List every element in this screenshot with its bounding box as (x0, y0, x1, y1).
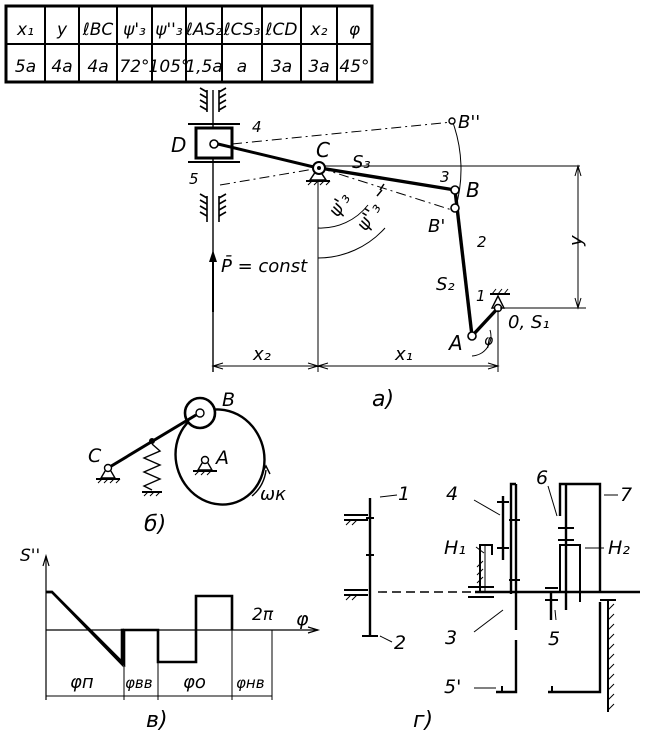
label-phi-p: φп (70, 672, 94, 693)
label-link-4: 4 (252, 118, 262, 136)
angle-arc-psi2 (317, 227, 386, 259)
label-gear-2: 2 (394, 632, 406, 654)
label-c: C (316, 138, 330, 162)
label-omega-k: ωк (260, 484, 286, 505)
ring-gear-7 (574, 482, 602, 592)
label-gear-1: 1 (398, 483, 410, 505)
label-x2-dim: x₂ (252, 344, 271, 365)
figure-a-linkage (188, 87, 586, 372)
omega-arrow (251, 469, 267, 497)
table-value-cell: 4a (51, 57, 72, 77)
label-gear-6: 6 (536, 467, 548, 489)
joint-a (467, 331, 477, 341)
label-x1-dim: x₁ (394, 344, 413, 365)
label-o-s1: 0, S₁ (508, 312, 550, 333)
label-carrier-h1: H₁ (444, 537, 466, 559)
link-2 (453, 189, 474, 337)
table-value-cell: 72° (119, 57, 149, 77)
carrier-h1 (479, 544, 493, 592)
table-header-cell: ℓCD (265, 20, 298, 40)
label-link-3: 3 (440, 168, 450, 186)
table-value-cell: 5a (15, 57, 36, 77)
table-value-cell: a (237, 57, 247, 77)
label-a: A (447, 331, 463, 355)
label-gear-5: 5 (548, 628, 560, 650)
label-phi-o: φо (183, 672, 206, 693)
label-gear-7: 7 (620, 484, 632, 506)
table-value-cell: 3a (271, 57, 292, 77)
label-gear-3: 3 (445, 627, 457, 649)
label-force-p: P̄ = const (221, 255, 308, 277)
table-header-cell: ℓCS₃ (223, 20, 261, 40)
caption-g: г) (413, 708, 433, 733)
table-value-cell: 1,5a (185, 57, 222, 77)
label-c-cam: C (88, 445, 102, 467)
extreme-line-upper (231, 121, 453, 145)
crank-1 (470, 306, 500, 338)
caption-v: в) (146, 708, 168, 733)
joint-d (209, 139, 219, 149)
label-gear-5-prime: 5' (444, 676, 461, 698)
carrier-h2 (572, 544, 581, 602)
figure-b-cam-mechanism: B C A ωк б) (88, 389, 286, 537)
link-3 (319, 166, 456, 192)
label-s2: S₂ (436, 274, 455, 295)
label-b-double-prime: B'' (458, 112, 480, 133)
extreme-line-lower (219, 167, 321, 186)
table-header-cell: φ (349, 20, 361, 40)
label-carrier-h2: H₂ (608, 537, 630, 559)
table-value-cell: 45° (339, 57, 369, 77)
label-link-5: 5 (189, 170, 199, 188)
table-value-cell: 4a (87, 57, 108, 77)
label-s-axis: S'' (20, 546, 40, 566)
label-phi-axis: φ (296, 608, 309, 630)
label-d: D (171, 133, 186, 157)
table-header-cell: x₂ (310, 20, 328, 40)
acceleration-curve (46, 590, 234, 668)
label-psi2: ψ''₃ (352, 199, 385, 235)
label-psi1: ψ'₃ (324, 189, 355, 221)
label-y-dim: y (566, 235, 587, 247)
joint-b-double-prime (448, 117, 456, 125)
table-value-cell: 105° (149, 57, 190, 77)
link-4 (217, 142, 319, 170)
angle-arc-psi1 (317, 204, 369, 229)
label-link-1: 1 (476, 287, 486, 305)
label-link-2: 2 (477, 233, 487, 251)
label-b-cam: B (222, 389, 235, 411)
figure-v-acceleration-graph: S'' 2π φ φп φвв φо φнв в) (20, 546, 321, 733)
table-header-cell: ℓBC (82, 20, 114, 40)
table-header-cell: x₁ (16, 20, 34, 40)
caption-a: a) (372, 387, 394, 412)
figure-g-gear-train: 1 2 3 4 5 5' 6 7 H₁ H₂ г) (344, 467, 640, 733)
spring (142, 443, 162, 491)
label-phi-a: φ (484, 333, 494, 349)
joint-b (450, 185, 460, 195)
caption-b: б) (144, 512, 166, 537)
label-a-cam: A (214, 447, 229, 469)
label-b: B (466, 178, 480, 202)
figure-a-labels: D C B B' B'' A 0, S₁ S₃ S₂ ψ'₃ ψ''₃ 1 2 … (171, 112, 587, 412)
label-s3: S₃ (352, 152, 371, 173)
label-phi-nv: φнв (236, 674, 265, 692)
table-header-cell: ψ'₃ (123, 20, 146, 40)
label-2pi: 2π (252, 605, 274, 625)
label-gear-4: 4 (446, 483, 458, 505)
label-phi-vv: φвв (125, 674, 153, 692)
slider-guides (199, 87, 227, 222)
joint-b-prime (450, 203, 460, 213)
label-b-prime: B' (428, 216, 445, 237)
table-header-cell: ℓAS₂ (185, 20, 222, 40)
table-header-cell: y (56, 20, 68, 40)
table-header-cell: ψ''₃ (155, 20, 183, 40)
table-value-cell: 3a (308, 57, 329, 77)
